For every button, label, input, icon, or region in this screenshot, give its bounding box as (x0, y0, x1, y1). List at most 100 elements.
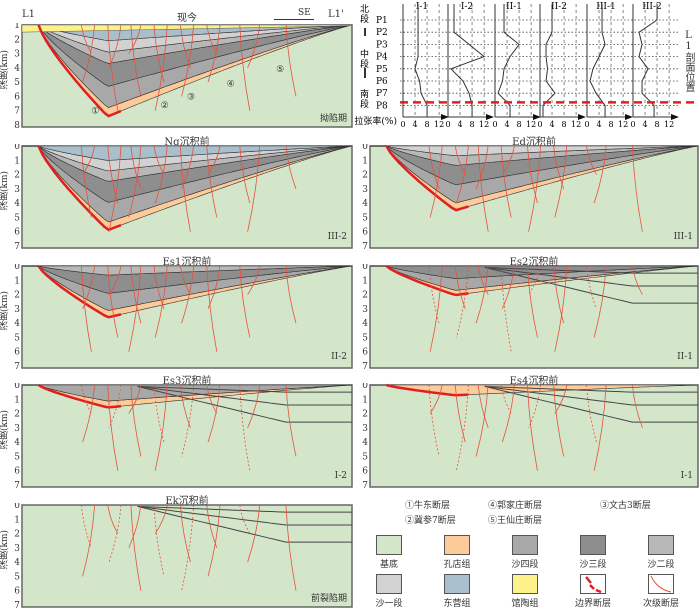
secondary-fault (553, 145, 565, 189)
x-tick-label: 8 (609, 120, 614, 129)
x-tick-label: 0 (400, 120, 405, 129)
secondary-fault (586, 384, 597, 443)
legend-swatch-fault (648, 574, 674, 594)
y-tick-label: 1 (14, 515, 20, 525)
y-tick-label: 1 (14, 395, 20, 405)
secondary-fault (239, 265, 251, 338)
panel-title: Es3沉积前 (162, 376, 212, 387)
basement-reflector-line (137, 385, 352, 406)
secondary-fault (82, 24, 95, 83)
secondary-fault (632, 265, 643, 295)
x-tick-label: 8 (517, 120, 522, 129)
axis-arrow (625, 114, 633, 120)
secondary-fault (285, 504, 297, 591)
fault-marker: ② (161, 101, 169, 111)
layer-guantao (21, 24, 353, 33)
secondary-fault (454, 384, 466, 443)
legend-swatch-unit (648, 535, 674, 555)
y-tick-label: 6 (14, 228, 20, 238)
secondary-fault-icon (650, 575, 672, 593)
secondary-fault (454, 145, 466, 175)
secondary-fault (181, 24, 194, 97)
secondary-fault (285, 384, 297, 457)
profile-end-label: L1' (328, 9, 344, 20)
y-tick-label: 6 (14, 348, 20, 358)
secondary-fault (527, 265, 538, 338)
secondary-fault (180, 265, 191, 295)
x-tick-label: 4 (457, 120, 462, 129)
y-tick-label: 1 (362, 156, 368, 166)
secondary-fault (477, 265, 489, 295)
y-tick-label: 2 (362, 291, 368, 301)
secondary-fault (428, 145, 440, 189)
secondary-fault (154, 504, 168, 534)
secondary-fault (632, 145, 643, 232)
secondary-fault (454, 265, 466, 309)
y-tick-label: 3 (14, 185, 20, 195)
y-tick-label: 5 (14, 452, 20, 462)
segment-label: 南 (360, 88, 369, 100)
x-axis-label: 拉张率(%) (354, 115, 397, 127)
secondary-fault (206, 265, 218, 352)
y-tick-label: 5 (14, 213, 20, 223)
boundary-fault (37, 24, 122, 118)
secondary-fault (429, 265, 443, 352)
y-tick-label: 4 (14, 64, 20, 74)
x-tick-label: 12 (618, 120, 628, 129)
y-tick-label: 3 (14, 544, 20, 554)
secondary-fault (107, 24, 119, 111)
secondary-fault (586, 145, 597, 175)
panel-stage-label: II-2 (331, 352, 347, 362)
axis-arrow (533, 114, 541, 120)
secondary-fault (181, 145, 194, 190)
segment-label: 段 (360, 98, 369, 110)
secondary-fault (207, 24, 221, 83)
boundary-fault (385, 264, 469, 297)
secondary-fault (285, 145, 297, 189)
legend-label: 馆陶组 (511, 599, 539, 609)
secondary-fault (477, 384, 489, 428)
basement-reflector-line (484, 266, 698, 287)
secondary-fault (528, 145, 541, 232)
secondary-fault (107, 145, 119, 204)
x-tick-label: 8 (470, 120, 475, 129)
profile-title: II-2 (551, 2, 567, 12)
panel-title: Es2沉积前 (509, 257, 559, 268)
secondary-fault (108, 265, 122, 295)
basement-reflector-line (484, 385, 698, 423)
legend-swatch-fault (580, 574, 606, 594)
y-tick-label: 7 (362, 242, 368, 250)
y-tick-label: 7 (14, 601, 20, 609)
y-tick-label: 3 (362, 185, 368, 195)
y-tick-label: 0 (14, 144, 20, 152)
y-tick-label: 8 (14, 121, 20, 129)
direction-arrow (274, 19, 314, 20)
y-tick-label: 5 (14, 572, 20, 582)
profile-title: I-2 (461, 2, 473, 12)
secondary-fault (593, 145, 607, 204)
secondary-fault (154, 145, 168, 204)
secondary-fault (527, 384, 538, 471)
secondary-fault (428, 265, 440, 324)
secondary-fault (181, 504, 194, 591)
legend-swatch-unit (580, 535, 606, 555)
legend-label: 基底 (379, 560, 398, 570)
layer-dongying (22, 145, 353, 161)
basement-fill (21, 504, 353, 608)
secondary-fault (475, 384, 489, 457)
panel-title: Es4沉积前 (509, 376, 559, 387)
y-tick-label: 7 (362, 481, 368, 489)
legend-label: 孔店组 (443, 560, 471, 570)
secondary-fault (81, 24, 92, 54)
y-tick-label: 4 (362, 438, 368, 448)
secondary-fault (108, 24, 122, 69)
secondary-fault (285, 24, 297, 97)
basement-reflector-line (484, 385, 698, 393)
y-tick-label: 5 (14, 78, 20, 88)
profile-title: I-1 (416, 2, 428, 12)
legend-label: 沙三段 (579, 560, 607, 570)
secondary-fault (206, 24, 218, 54)
